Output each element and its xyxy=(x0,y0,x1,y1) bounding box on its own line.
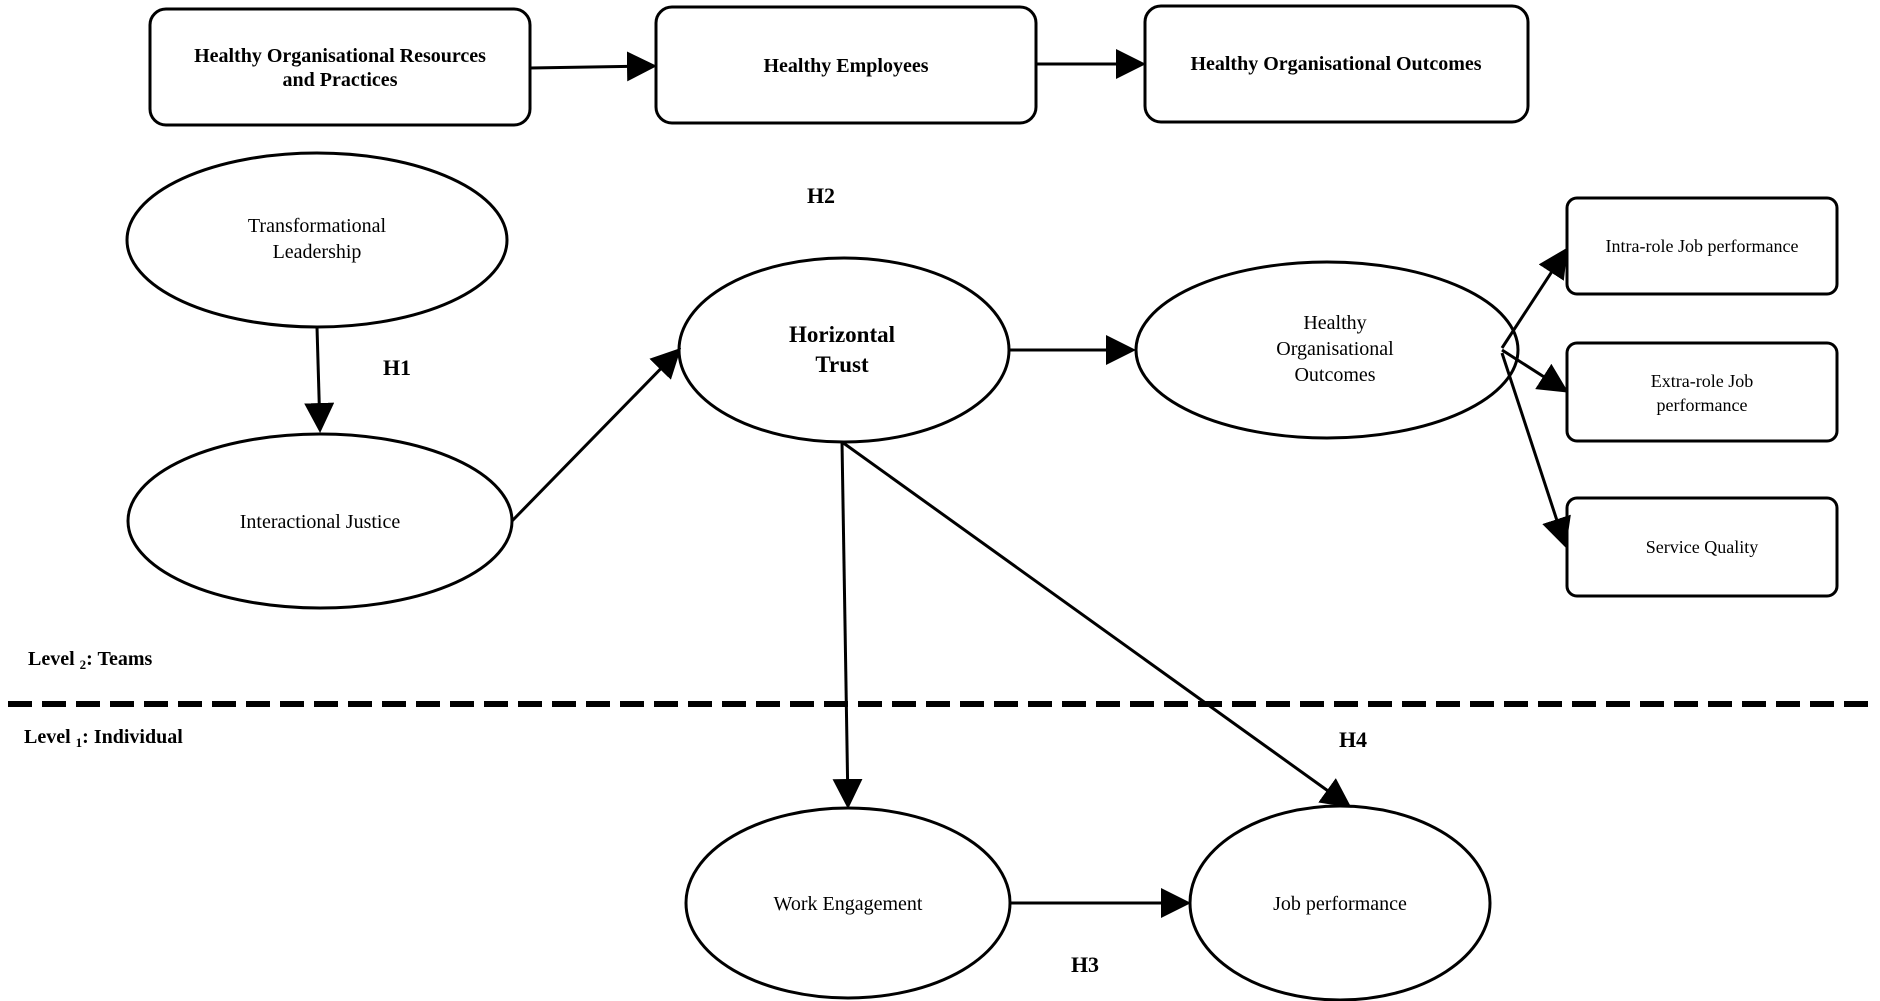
node-healthy-organisational-outcomes-label-1: Healthy xyxy=(1303,312,1366,334)
level-2-teams-label: Level 2: Teams xyxy=(28,648,152,672)
node-healthy-organisational-outcomes-label-2: Organisational xyxy=(1276,338,1394,360)
hypothesis-h1: H1 xyxy=(383,355,411,380)
box-healthy-resources-label-1: Healthy Organisational Resources xyxy=(194,45,486,67)
node-horizontal-trust-label-2: Trust xyxy=(815,352,869,377)
arrow-outcomes-to-extra-role xyxy=(1501,348,1569,393)
hypothesis-h4: H4 xyxy=(1339,727,1367,752)
box-healthy-outcomes-label: Healthy Organisational Outcomes xyxy=(1190,53,1481,75)
hypothesis-h2: H2 xyxy=(807,183,835,208)
node-transformational-leadership-label-1: Transformational xyxy=(248,215,387,237)
node-work-engagement-label: Work Engagement xyxy=(774,893,923,915)
arrow-resources-to-employees xyxy=(529,51,657,82)
level-1-individual-label: Level 1: Individual xyxy=(24,726,183,750)
arrow-outcomes-to-service-quality xyxy=(1500,352,1571,548)
arrow-trust-to-engagement xyxy=(832,441,863,809)
box-extra-role-performance-label-2: performance xyxy=(1657,395,1748,415)
level-1-number: 1 xyxy=(76,735,83,750)
box-healthy-employees-label: Healthy Employees xyxy=(764,55,929,77)
box-service-quality-label: Service Quality xyxy=(1646,537,1758,557)
node-healthy-organisational-outcomes xyxy=(1134,260,1520,440)
node-horizontal-trust xyxy=(677,256,1011,444)
arrow-justice-to-trust xyxy=(510,347,682,523)
level-2-number: 2 xyxy=(80,657,87,672)
arrow-outcomes-to-intra-role xyxy=(1500,247,1568,349)
node-transformational-leadership-label-2: Leadership xyxy=(273,241,362,263)
box-healthy-resources-label-2: and Practices xyxy=(283,69,398,91)
node-horizontal-trust-label-1: Horizontal xyxy=(789,322,895,347)
arrow-h4-trust-to-performance xyxy=(841,440,1352,808)
box-intra-role-performance-label: Intra-role Job performance xyxy=(1606,236,1799,256)
box-extra-role-performance xyxy=(1565,341,1839,443)
hypothesis-h3: H3 xyxy=(1071,952,1099,977)
node-job-performance-label: Job performance xyxy=(1273,893,1407,915)
box-intra-role-performance xyxy=(1565,196,1839,296)
node-interactional-justice-label: Interactional Justice xyxy=(240,511,401,533)
arrow-h1-leadership-to-justice xyxy=(304,326,335,433)
node-transformational-leadership xyxy=(125,151,509,329)
box-extra-role-performance-label-1: Extra-role Job xyxy=(1651,371,1753,391)
node-healthy-organisational-outcomes-label-3: Outcomes xyxy=(1294,364,1375,386)
box-healthy-resources xyxy=(148,7,532,127)
